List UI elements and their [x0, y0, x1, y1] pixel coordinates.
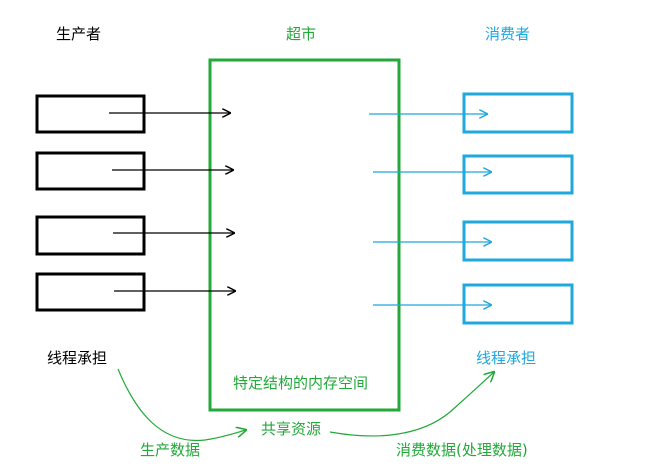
consumer-box: [462, 220, 574, 262]
consumer-thread-label: 线程承担: [476, 349, 537, 367]
consume-flow-arrow: [329, 372, 494, 437]
consumer-title: 消费者: [485, 25, 531, 43]
consumer-box: [462, 283, 574, 325]
consume-data-label: 消费数据(处理数据): [396, 441, 528, 459]
producer-box: [35, 94, 146, 134]
produce-flow-arrow: [117, 368, 246, 442]
market-box: [208, 58, 401, 412]
market-memory-label: 特定结构的内存空间: [233, 374, 369, 392]
producer-box: [35, 272, 146, 312]
market-title: 超市: [286, 25, 317, 43]
shared-resource-label: 共享资源: [261, 420, 322, 438]
producer-box: [35, 215, 146, 256]
consumer-box: [462, 92, 574, 134]
producer-thread-label: 线程承担: [47, 349, 108, 367]
producer-box: [35, 151, 146, 191]
producer-title: 生产者: [56, 25, 102, 43]
produce-data-label: 生产数据: [140, 441, 201, 459]
consumer-box: [462, 154, 574, 195]
